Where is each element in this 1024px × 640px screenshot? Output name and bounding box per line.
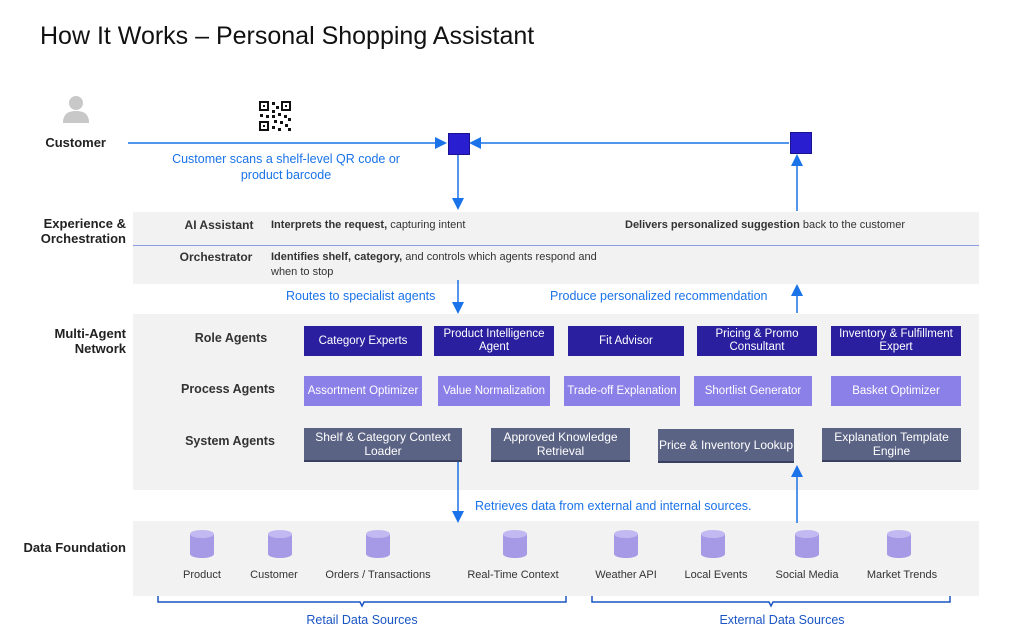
ai-assistant-label: AI Assistant (184, 218, 254, 232)
system-agent-explanation-engine: Explanation Template Engine (822, 428, 961, 462)
qr-code-icon (259, 101, 291, 131)
page-title: How It Works – Personal Shopping Assista… (40, 22, 535, 50)
experience-divider (133, 245, 979, 246)
retrieves-label: Retrieves data from external and interna… (475, 499, 752, 513)
delivers-desc: Delivers personalized suggestion back to… (625, 218, 965, 233)
row-label-data-foundation: Data Foundation (23, 540, 126, 555)
database-icon-trends (887, 530, 911, 558)
routes-label: Routes to specialist agents (286, 289, 436, 303)
orchestrator-desc-rest: and controls which agents respond and wh… (271, 251, 597, 278)
external-brace (591, 596, 951, 608)
role-agents-label: Role Agents (194, 331, 268, 345)
database-icon-weather (614, 530, 638, 558)
row-label-multi-agent: Multi-Agent Network (54, 326, 126, 356)
source-social: Social Media (775, 569, 839, 581)
delivers-desc-bold: Delivers personalized suggestion (625, 219, 800, 231)
orchestrator-desc: Identifies shelf, category, and controls… (271, 250, 616, 280)
ai-assistant-desc-bold: Interprets the request, (271, 219, 388, 231)
process-agent-shortlist: Shortlist Generator (694, 376, 812, 406)
system-agents-label: System Agents (185, 434, 275, 448)
source-product: Product (183, 569, 221, 581)
process-agent-basket: Basket Optimizer (831, 376, 961, 406)
system-agent-price-inventory: Price & Inventory Lookup (658, 429, 794, 463)
source-weather: Weather API (595, 569, 657, 581)
delivers-desc-rest: back to the customer (799, 219, 906, 231)
ai-assistant-desc: Interprets the request, capturing intent (271, 218, 611, 233)
scan-label: Customer scans a shelf-level QR code or … (172, 152, 400, 182)
person-icon (63, 96, 89, 123)
process-agent-assortment: Assortment Optimizer (304, 376, 422, 406)
role-agent-pricing-promo: Pricing & Promo Consultant (697, 326, 817, 356)
role-agent-fit-advisor: Fit Advisor (568, 326, 684, 356)
ai-assistant-desc-rest: capturing intent (387, 219, 466, 231)
assistant-node (448, 133, 470, 155)
role-agent-category-experts: Category Experts (304, 326, 422, 356)
external-sources-label: External Data Sources (719, 613, 845, 627)
row-label-customer: Customer (45, 135, 106, 150)
source-orders: Orders / Transactions (325, 569, 431, 581)
produce-label: Produce personalized recommendation (550, 289, 768, 303)
delivery-node (790, 132, 812, 154)
database-icon-realtime (503, 530, 527, 558)
retail-brace (157, 596, 567, 608)
system-agent-knowledge-retrieval: Approved Knowledge Retrieval (491, 428, 630, 462)
database-icon-orders (366, 530, 390, 558)
source-realtime: Real-Time Context (467, 569, 559, 581)
orchestrator-desc-bold: Identifies shelf, category, (271, 251, 403, 263)
role-agent-product-intelligence: Product Intelligence Agent (434, 326, 554, 356)
role-agent-inventory-fulfillment: Inventory & Fulfillment Expert (831, 326, 961, 356)
source-events: Local Events (684, 569, 748, 581)
database-icon-customer (268, 530, 292, 558)
database-icon-product (190, 530, 214, 558)
process-agent-value-normalization: Value Normalization (438, 376, 550, 406)
source-trends: Market Trends (866, 569, 938, 581)
row-label-experience: Experience & Orchestration (40, 216, 126, 246)
experience-band (133, 212, 979, 284)
process-agents-label: Process Agents (180, 382, 276, 396)
database-icon-events (701, 530, 725, 558)
system-agent-context-loader: Shelf & Category Context Loader (304, 428, 462, 462)
database-icon-social (795, 530, 819, 558)
source-customer: Customer (250, 569, 298, 581)
process-agent-tradeoff: Trade-off Explanation (564, 376, 680, 406)
retail-sources-label: Retail Data Sources (306, 613, 418, 627)
orchestrator-label: Orchestrator (179, 250, 253, 264)
